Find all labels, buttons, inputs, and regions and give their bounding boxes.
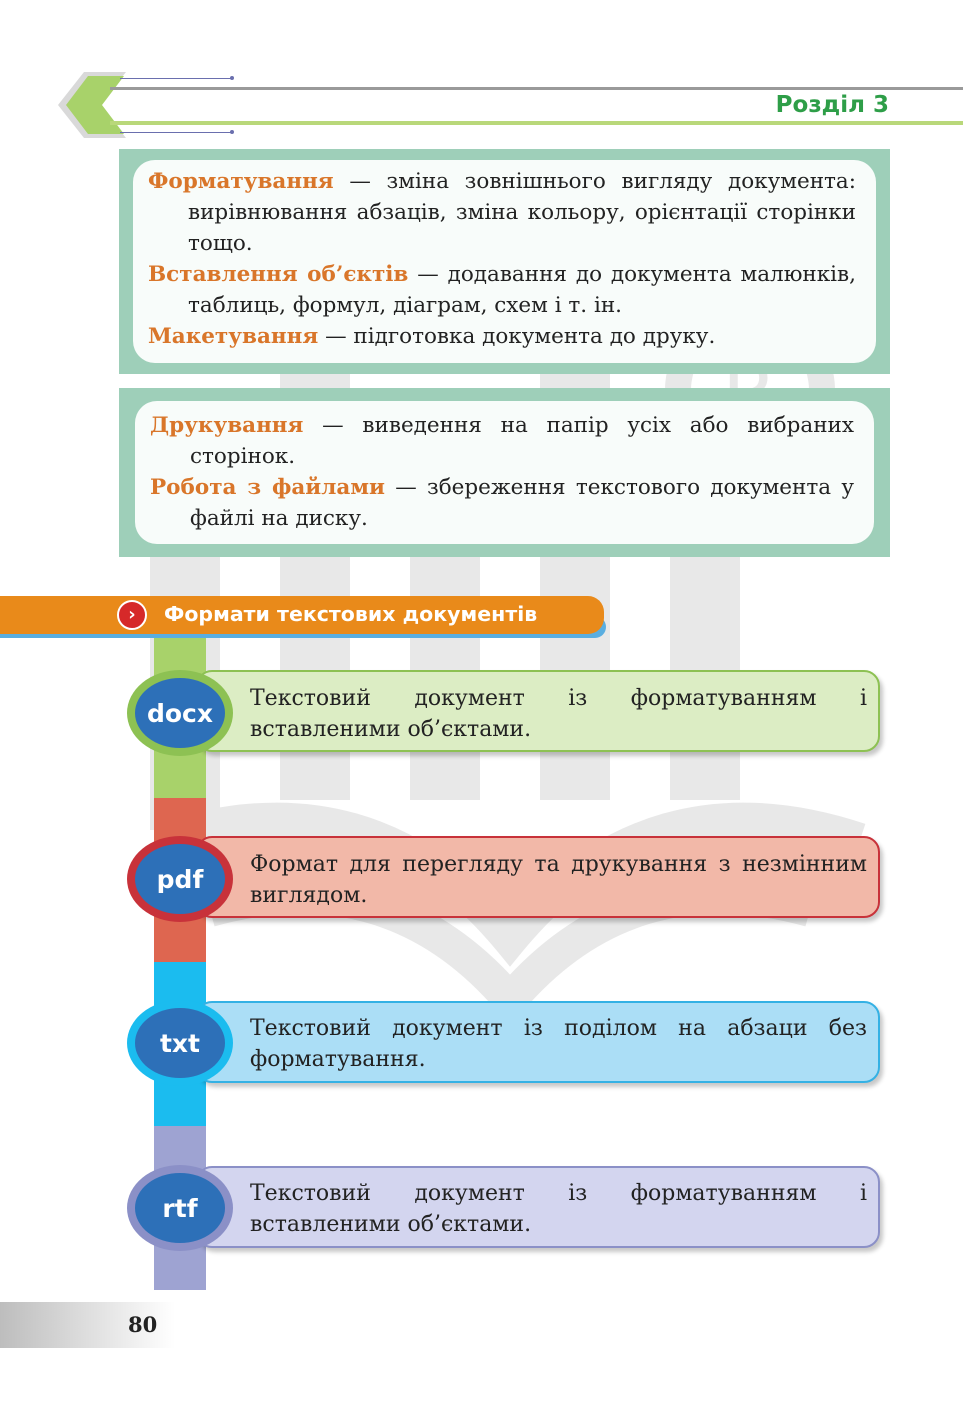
format-badge-rtf: rtf [127,1165,233,1251]
header-thin-line [120,132,232,133]
header-dot [230,130,234,134]
definition-entry: Форматування — зміна зовнішнього вигляду… [148,166,856,259]
format-badge-txt: txt [127,1000,233,1086]
format-card-pdf [196,836,880,918]
format-card-txt [196,1001,880,1083]
definition-entry: Робота з файлами — збереження текстового… [150,472,854,534]
format-extension: txt [135,1008,225,1078]
section-banner [0,596,604,634]
definition-text: — зміна зовнішнього вигляду документа: в… [188,169,856,256]
definition-term: Форматування [148,169,334,194]
definition-term: Друкування [150,413,304,438]
definition-term: Макетування [148,324,319,349]
format-description: Текстовий документ із поділом на абзаци … [250,1016,867,1072]
header-thin-line [120,78,232,79]
format-description: Формат для перегляду та друкування з нез… [250,852,867,908]
format-extension: pdf [135,844,225,914]
definition-box-panel: Друкування — виведення на папір усіх або… [135,401,874,544]
section-title: Розділ 3 [775,92,889,118]
format-description: Текстовий документ із форматуванням і вс… [250,1181,867,1237]
definition-entry: Макетування — підготовка документа до др… [148,321,856,352]
format-badge-pdf: pdf [127,836,233,922]
footer-bar [0,1302,175,1348]
definition-term: Робота з файлами [150,475,385,500]
banner-title: Формати текстових документів [164,602,538,626]
format-badge-docx: docx [127,670,233,756]
chevron-right-icon: › [117,600,147,630]
format-description: Текстовий документ із форматуванням і вс… [250,686,867,742]
format-card-rtf [196,1166,880,1248]
definition-entry: Вставлення об’єктів — додавання до докум… [148,259,856,321]
definition-entry: Друкування — виведення на папір усіх або… [150,410,854,472]
definition-text: — підготовка документа до друку. [318,324,716,349]
header-chevron-icon [58,72,126,138]
format-extension: rtf [135,1173,225,1243]
header-rule-top [110,87,963,90]
definition-text: — виведення на папір усіх або вибраних с… [190,413,854,469]
definition-term: Вставлення об’єктів [148,262,409,287]
format-card-docx [196,670,880,752]
page-number: 80 [128,1312,158,1337]
definition-box-panel: Форматування — зміна зовнішнього вигляду… [133,160,876,363]
definition-text: — збереження текстового документа у файл… [190,475,854,531]
format-extension: docx [135,678,225,748]
header-rule-bottom [110,121,963,125]
definition-text: — додавання до документа малюнків, табли… [188,262,856,318]
header-dot [230,76,234,80]
